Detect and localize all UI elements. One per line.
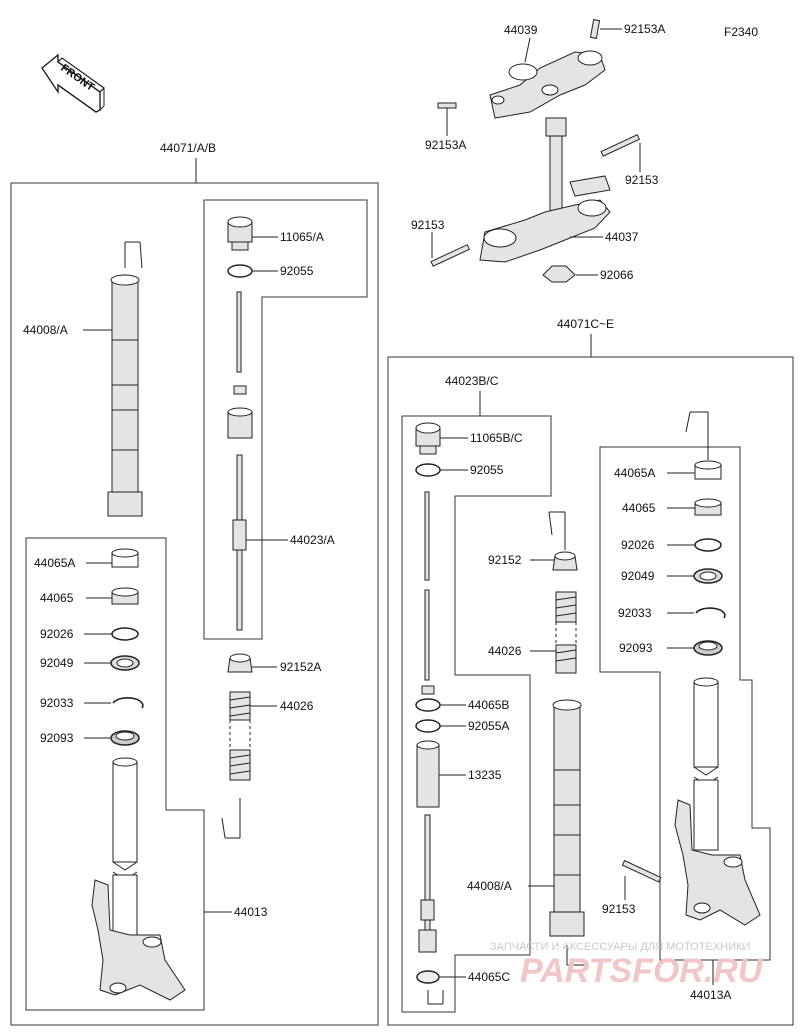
cap-bolt-icon xyxy=(227,216,253,251)
bushing-icon xyxy=(111,587,139,605)
label-92153-left: 92153 xyxy=(411,218,445,232)
dust-seal-icon xyxy=(693,640,723,656)
label-11065BC: 11065B/C xyxy=(470,431,523,445)
label-92153A-left: 92153A xyxy=(425,138,466,152)
label-92066: 92066 xyxy=(600,268,634,282)
left-seals-frame xyxy=(25,537,205,1011)
nut-icon xyxy=(552,551,578,571)
label-92093-right: 92093 xyxy=(619,641,653,655)
watermark-logo: PARTSFOR.RU xyxy=(520,952,764,990)
bolt-icon xyxy=(437,19,601,109)
damper-rod xyxy=(232,454,247,631)
circlip-icon xyxy=(695,607,726,619)
right-assembly-frame xyxy=(387,356,794,1026)
label-92026-right: 92026 xyxy=(621,538,655,552)
nut-icon xyxy=(227,653,253,673)
label-11065A: 11065/A xyxy=(280,230,324,244)
oil-seal-icon xyxy=(110,655,140,671)
bolt-icon xyxy=(430,134,641,267)
o-ring-icon xyxy=(227,264,253,278)
inner-tube xyxy=(693,677,719,851)
label-92153A-top: 92153A xyxy=(624,22,665,36)
o-ring-icon xyxy=(415,463,441,477)
label-44013: 44013 xyxy=(234,905,268,919)
push-rod xyxy=(424,491,430,581)
steering-stem xyxy=(479,117,611,263)
cap-bolt-icon xyxy=(415,422,441,455)
label-92049-left: 92049 xyxy=(40,656,74,670)
bushing-icon xyxy=(694,498,722,516)
axle-bracket xyxy=(674,799,761,926)
washer-icon xyxy=(694,538,722,552)
label-44023A: 44023/A xyxy=(290,533,335,547)
label-92093-left: 92093 xyxy=(40,731,74,745)
label-92049-right: 92049 xyxy=(621,569,655,583)
label-13235: 13235 xyxy=(468,768,502,782)
label-44008A-left: 44008/A xyxy=(23,323,68,337)
o-ring-icon xyxy=(415,698,441,733)
bushing-icon xyxy=(694,460,722,480)
push-rod xyxy=(236,291,242,373)
label-44065B: 44065B xyxy=(468,698,509,712)
spring-icon xyxy=(229,691,251,781)
dust-seal-icon xyxy=(110,730,140,746)
watermark-tagline: ЗАПЧАСТИ И АКСЕССУАРЫ ДЛЯ МОТОТЕХНИКИ xyxy=(490,941,750,953)
inner-tube xyxy=(112,757,138,936)
label-92055A: 92055A xyxy=(468,719,509,733)
label-92152: 92152 xyxy=(488,553,522,567)
label-92033-right: 92033 xyxy=(618,606,652,620)
bolt-icon xyxy=(621,859,662,883)
label-92153-fork: 92153 xyxy=(602,902,636,916)
label-44026-right: 44026 xyxy=(488,644,522,658)
label-44013A: 44013A xyxy=(690,988,731,1002)
label-44039: 44039 xyxy=(504,23,538,37)
label-92055-left: 92055 xyxy=(280,264,314,278)
collar xyxy=(416,740,440,808)
damper-rod xyxy=(418,814,437,953)
upper-triple-clamp xyxy=(489,50,606,119)
label-44026-left: 44026 xyxy=(280,699,314,713)
label-44037: 44037 xyxy=(605,230,639,244)
front-arrow-icon: FRONT xyxy=(41,53,105,113)
left-inner-frame xyxy=(203,199,368,640)
right-seals-frame xyxy=(599,446,771,961)
label-44065-right: 44065 xyxy=(622,501,656,515)
label-44065-left: 44065 xyxy=(40,591,74,605)
label-44065A-right: 44065A xyxy=(614,466,655,480)
label-92153-right: 92153 xyxy=(625,173,659,187)
label-92055-right: 92055 xyxy=(470,463,504,477)
label-92033-left: 92033 xyxy=(40,696,74,710)
label-44065C: 44065C xyxy=(468,970,510,984)
washer-icon xyxy=(111,627,139,641)
spring-icon xyxy=(555,591,577,674)
stem-nut-icon xyxy=(542,265,576,283)
right-inner-frame xyxy=(401,415,552,1013)
label-44071AB: 44071/A/B xyxy=(160,141,216,155)
o-ring-icon xyxy=(416,970,440,984)
label-44008A-right: 44008/A xyxy=(467,879,512,893)
circlip-icon xyxy=(112,697,144,709)
label-44065A-left: 44065A xyxy=(34,556,75,570)
nut-icon xyxy=(233,385,247,395)
oil-seal-icon xyxy=(693,568,723,584)
collar xyxy=(227,407,253,439)
label-44023BC: 44023B/C xyxy=(445,374,499,388)
push-rod xyxy=(424,589,430,681)
bushing-icon xyxy=(111,548,139,568)
label-44071CE: 44071C~E xyxy=(557,317,614,331)
outer-tube xyxy=(107,274,143,517)
outer-tube xyxy=(549,699,585,937)
axle-bracket xyxy=(91,879,186,1001)
label-92026-left: 92026 xyxy=(40,627,74,641)
label-92152A: 92152A xyxy=(280,660,321,674)
nut-icon xyxy=(421,685,435,695)
left-assembly-frame xyxy=(10,182,379,1026)
figure-code: F2340 xyxy=(724,25,758,39)
